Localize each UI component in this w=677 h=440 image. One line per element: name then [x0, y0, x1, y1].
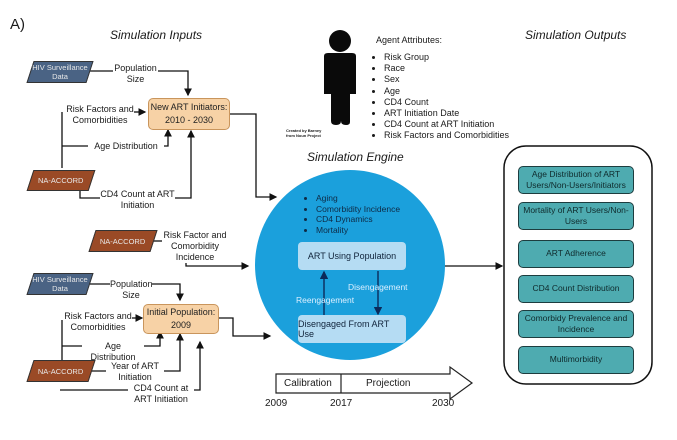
engine-process: Aging	[316, 193, 400, 204]
connector-new-to-engine	[228, 113, 278, 201]
output-box: Age Distribution of ART Users/Non-Users/…	[518, 166, 634, 194]
initial-population-box: Initial Population: 2009	[143, 304, 219, 334]
engine-process: Mortality	[316, 225, 400, 236]
cd4-count-label-top: CD4 Count at ART Initiation	[100, 189, 175, 211]
engine-process: Comorbidity Incidence	[316, 204, 400, 215]
projection-label: Projection	[366, 378, 411, 389]
disengaged-box: Disengaged From ART Use	[298, 315, 406, 343]
timeline-arrow	[275, 365, 474, 401]
output-box: CD4 Count Distribution	[518, 275, 634, 303]
risk-factors-label-top: Risk Factors and Comorbidities	[66, 104, 134, 126]
connector-initial-to-engine	[217, 317, 272, 340]
output-box: Mortality of ART Users/Non-Users	[518, 202, 634, 230]
agent-attribute: ART Initiation Date	[384, 108, 509, 119]
hiv-surveillance-label: HIV Surveillance Data	[32, 63, 88, 81]
year-of-art-label: Year of ART Initiation	[106, 361, 164, 383]
na-accord-label: NA-ACCORD	[100, 236, 146, 246]
icon-credit: Created by Barney from Noun Project	[286, 128, 322, 138]
agent-attributes-title: Agent Attributes:	[376, 35, 443, 45]
art-using-population-box: ART Using Population	[298, 242, 406, 270]
new-art-initiators-box: New ART Initiators: 2010 - 2030	[148, 98, 230, 130]
age-distribution-label-top: Age Distribution	[88, 141, 164, 152]
output-box: Comorbidy Prevalence and Incidence	[518, 310, 634, 338]
na-accord-label: NA-ACCORD	[38, 176, 84, 185]
agent-attributes-list: Risk Group Race Sex Age CD4 Count ART In…	[372, 52, 509, 142]
na-accord-label: NA-ACCORD	[38, 366, 84, 376]
calibration-label: Calibration	[284, 378, 332, 389]
outputs-title: Simulation Outputs	[525, 28, 627, 42]
inputs-title: Simulation Inputs	[110, 28, 203, 42]
panel-label: A)	[10, 16, 25, 33]
engine-process-list: Aging Comorbidity Incidence CD4 Dynamics…	[306, 193, 400, 235]
connector-cd4-bottom	[60, 340, 204, 391]
timeline-year-start: 2009	[265, 398, 288, 409]
disengagement-label: Disengagement	[348, 282, 408, 292]
agent-attribute: Age	[384, 86, 509, 97]
agent-attribute: CD4 Count at ART Initiation	[384, 119, 509, 130]
incidence-label: Risk Factor and Comorbidity Incidence	[162, 230, 228, 263]
cd4-count-label-bottom: CD4 Count at ART Initiation	[128, 383, 194, 405]
na-accord-bottom: NA-ACCORD	[26, 360, 96, 382]
population-size-label-bottom: Population Size	[110, 279, 153, 301]
na-accord-middle: NA-ACCORD	[88, 230, 158, 252]
population-size-label-top: Population Size	[113, 63, 158, 85]
risk-factors-label-bottom: Risk Factors and Comorbidities	[64, 311, 132, 333]
timeline-year-end: 2030	[432, 398, 455, 409]
agent-attribute: Race	[384, 63, 509, 74]
hiv-surveillance-data-top: HIV Surveillance Data	[26, 61, 94, 83]
engine-title: Simulation Engine	[307, 150, 404, 164]
output-box: ART Adherence	[518, 240, 634, 268]
engine-process: CD4 Dynamics	[316, 214, 400, 225]
age-distribution-label-bottom: Age Distribution	[82, 341, 144, 363]
agent-attribute: Sex	[384, 74, 509, 85]
person-icon	[324, 30, 356, 125]
agent-attribute: Risk Group	[384, 52, 509, 63]
agent-attribute: CD4 Count	[384, 97, 509, 108]
hiv-surveillance-label: HIV Surveillance Data	[32, 275, 88, 293]
na-accord-top: NA-ACCORD	[26, 170, 96, 191]
output-box: Multimorbidity	[518, 346, 634, 374]
reengagement-label: Reengagement	[296, 295, 355, 305]
timeline-year-mid: 2017	[330, 398, 353, 409]
agent-attribute: Risk Factors and Comorbidities	[384, 130, 509, 141]
hiv-surveillance-data-bottom: HIV Surveillance Data	[26, 273, 94, 295]
